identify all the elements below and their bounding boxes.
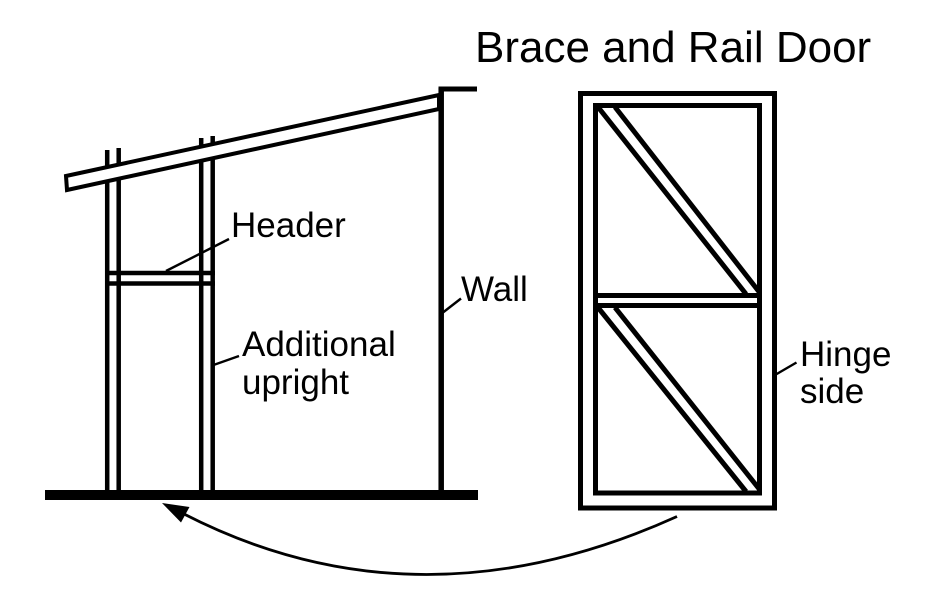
leader-lines xyxy=(165,237,798,377)
additional-upright-leader-line xyxy=(213,354,240,367)
hinge-side-leader-line xyxy=(774,361,798,377)
hinge-side-label: Hinge side xyxy=(800,336,891,410)
hinge-side-label-line1: Hinge xyxy=(800,335,892,374)
door-drawing xyxy=(578,91,777,511)
door-inner-frame xyxy=(593,103,762,496)
wall-label: Wall xyxy=(461,270,528,309)
header-label: Header xyxy=(231,206,346,245)
door-top-brace-lower-edge xyxy=(596,105,748,296)
additional-upright-label: Additional upright xyxy=(242,326,396,402)
door-to-opening-arrow xyxy=(162,503,678,576)
diagram-title: Brace and Rail Door xyxy=(475,23,872,72)
arrow-head-icon xyxy=(162,503,190,523)
wall-leader-line xyxy=(440,297,462,315)
door-outer-frame xyxy=(578,91,777,511)
shed-frame-drawing xyxy=(45,86,478,500)
additional-upright-label-line2: upright xyxy=(242,363,350,402)
additional-upright-label-line1: Additional xyxy=(242,325,396,364)
header-leader-line xyxy=(165,237,230,273)
door-bottom-brace-upper-edge xyxy=(613,305,762,492)
door-bottom-brace-lower-edge xyxy=(596,305,748,494)
arrow-curve xyxy=(182,512,678,576)
roof-board xyxy=(63,92,441,193)
door-top-brace-upper-edge xyxy=(613,105,762,295)
hinge-side-label-line2: side xyxy=(800,372,865,411)
